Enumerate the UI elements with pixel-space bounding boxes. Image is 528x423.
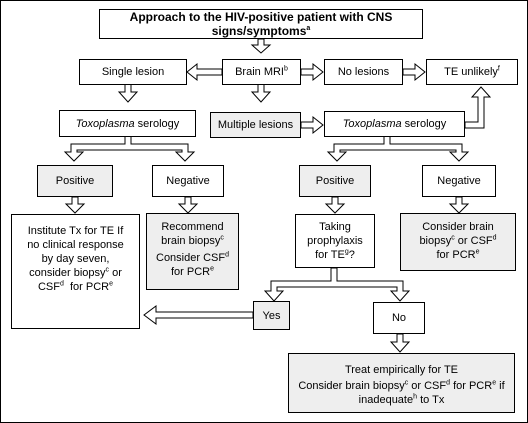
title-text: Approach to the HIV-positive patient wit… xyxy=(129,10,393,38)
treat-line-2: Consider brain biopsy xyxy=(298,380,405,392)
arrow-multiple-to-serology xyxy=(300,115,324,135)
institute-tx-line-5: CSF xyxy=(37,281,60,293)
prophylaxis-line-1: Taking xyxy=(319,221,351,233)
prophylaxis-footnote-g: g xyxy=(344,248,349,256)
arrow-mri-to-multiple xyxy=(250,83,272,103)
recommend-biopsy-footnote-c: c xyxy=(220,234,224,242)
consider-biopsy-right-footnote-e: e xyxy=(475,248,480,256)
treat-line-1: Treat empirically for TE xyxy=(344,364,459,376)
prophylaxis-question-mark: ? xyxy=(348,249,355,261)
brain-mri-box: Brain MRIb xyxy=(222,59,301,85)
title-footnote: a xyxy=(306,25,311,32)
arrow-mri-to-no-lesions xyxy=(300,62,324,82)
prophylaxis-line-3: for TE xyxy=(315,249,345,261)
multiple-lesions-label: Multiple lesions xyxy=(217,119,294,131)
consider-biopsy-right-footnote-d: d xyxy=(492,234,497,242)
right-positive-label: Positive xyxy=(315,175,355,187)
arrow-serology-to-te-unlikely xyxy=(464,86,492,129)
recommend-biopsy-box: Recommend brain biopsyc Consider CSFd fo… xyxy=(146,213,239,290)
right-serology-box: Toxoplasma serology xyxy=(324,111,465,137)
arrow-title-to-mri xyxy=(250,38,272,54)
single-lesion-label: Single lesion xyxy=(101,66,165,78)
institute-tx-line-2: no clinical response xyxy=(27,239,124,251)
consider-biopsy-right-line-2-mid: or CSF xyxy=(454,235,493,247)
left-serology-label: serology xyxy=(134,117,180,130)
recommend-biopsy-line-4: for PCR xyxy=(170,266,211,278)
institute-tx-footnote-e: e xyxy=(109,280,114,288)
te-unlikely-box: TE unlikelyf xyxy=(426,59,518,85)
left-negative-label: Negative xyxy=(166,175,210,187)
no-lesions-label: No lesions xyxy=(337,66,390,78)
treat-line-2-end: if xyxy=(496,380,505,392)
te-unlikely-footnote: f xyxy=(497,65,500,73)
arrow-left-serology-split xyxy=(63,135,196,162)
right-negative-label: Negative xyxy=(437,175,481,187)
arrow-right-negative-down xyxy=(448,196,470,214)
arrow-yes-to-institute xyxy=(143,305,254,325)
right-positive-box: Positive xyxy=(299,165,371,197)
recommend-biopsy-line-2: brain biopsy xyxy=(161,235,221,247)
arrow-left-negative-down xyxy=(177,196,199,214)
left-negative-box: Negative xyxy=(152,165,224,197)
consider-biopsy-right-footnote-c: c xyxy=(451,234,455,242)
arrow-right-positive-down xyxy=(324,196,346,214)
brain-mri-footnote: b xyxy=(284,65,288,73)
institute-tx-line-3: by day seven, xyxy=(41,253,110,265)
arrow-single-to-serology xyxy=(117,83,139,103)
institute-tx-footnote-c: c xyxy=(105,266,110,274)
institute-tx-box: Institute Tx for TE If no clinical respo… xyxy=(11,214,140,329)
institute-tx-line-1: Institute Tx for TE If xyxy=(27,225,124,237)
left-positive-box: Positive xyxy=(37,165,113,197)
right-negative-box: Negative xyxy=(422,165,496,197)
yes-label: Yes xyxy=(262,309,281,322)
right-serology-label: serology xyxy=(401,118,447,130)
title-box: Approach to the HIV-positive patient wit… xyxy=(99,9,423,39)
recommend-biopsy-line-1: Recommend xyxy=(161,221,224,233)
institute-tx-line-4-end: or xyxy=(109,267,122,279)
right-serology-organism: Toxoplasma xyxy=(342,118,402,130)
recommend-biopsy-footnote-e: e xyxy=(210,265,214,273)
recommend-biopsy-line-3: Consider CSF xyxy=(156,252,226,264)
treat-line-2-mid: or CSF xyxy=(408,380,447,392)
arrow-right-serology-split xyxy=(326,135,470,162)
institute-tx-line-4: consider biopsy xyxy=(29,267,106,279)
left-serology-box: Toxoplasma serology xyxy=(59,110,196,137)
brain-mri-label: Brain MRI xyxy=(235,66,284,78)
treat-footnote-d: d xyxy=(446,379,451,387)
treat-line-3: inadequate xyxy=(358,394,414,406)
consider-biopsy-right-box: Consider brain biopsyc or CSFd for PCRe xyxy=(400,213,516,271)
te-unlikely-label: TE unlikely xyxy=(444,66,498,78)
arrow-no-to-treat xyxy=(389,333,411,353)
multiple-lesions-box: Multiple lesions xyxy=(210,112,301,138)
treat-footnote-h: h xyxy=(413,393,418,401)
treat-empirically-box: Treat empirically for TE Consider brain … xyxy=(288,353,515,413)
arrow-no-lesions-to-te-unlikely xyxy=(402,62,426,82)
consider-biopsy-right-line-3: for PCR xyxy=(436,249,476,261)
no-label: No xyxy=(391,312,407,324)
prophylaxis-line-2: prophylaxis xyxy=(307,235,363,247)
left-positive-label: Positive xyxy=(55,175,95,187)
treat-footnote-c: c xyxy=(404,379,409,387)
arrow-mri-to-single-lesion xyxy=(186,62,223,82)
no-box: No xyxy=(373,302,425,334)
arrow-prophylaxis-split xyxy=(263,267,411,302)
yes-box: Yes xyxy=(253,301,290,330)
institute-tx-footnote-d: d xyxy=(59,280,64,288)
treat-footnote-e: e xyxy=(492,379,497,387)
taking-prophylaxis-box: Taking prophylaxis for TEg? xyxy=(295,214,375,268)
arrow-left-positive-down xyxy=(64,196,86,214)
consider-biopsy-right-line-2: biopsy xyxy=(419,235,452,247)
treat-line-3-end: to Tx xyxy=(417,394,445,406)
recommend-biopsy-footnote-d: d xyxy=(225,251,229,259)
treat-line-2-pcr: for PCR xyxy=(450,380,493,392)
consider-biopsy-right-line-1: Consider brain xyxy=(422,221,494,233)
left-serology-organism: Toxoplasma xyxy=(75,117,135,130)
institute-tx-line-5-mid: for PCR xyxy=(63,281,110,293)
single-lesion-box: Single lesion xyxy=(79,59,187,85)
no-lesions-box: No lesions xyxy=(324,59,403,85)
